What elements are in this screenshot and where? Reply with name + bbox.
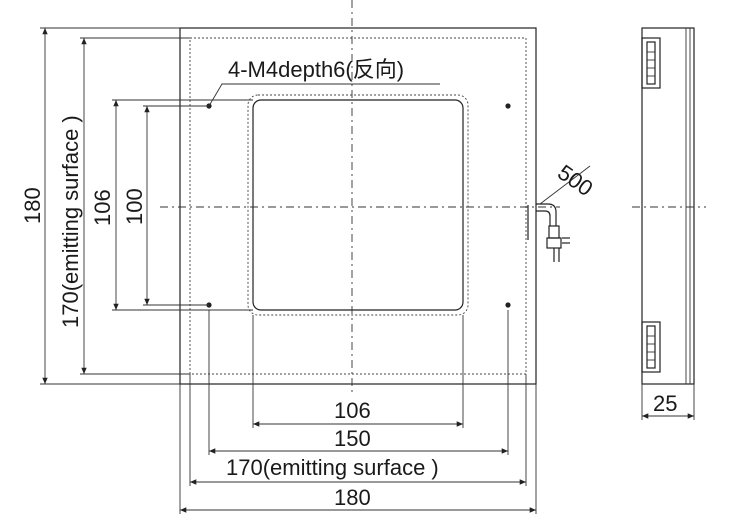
cable-length-text: 500 xyxy=(553,160,597,202)
dim-170-h-text: 170(emitting surface ) xyxy=(226,455,439,480)
front-view: 4-M4depth6(反向) 500 106 150 xyxy=(20,0,598,514)
dim-106-v-text: 106 xyxy=(90,189,115,226)
side-bracket-bottom xyxy=(641,321,661,373)
dim-106-h-text: 106 xyxy=(334,398,371,423)
window-inner xyxy=(252,99,464,311)
side-view: 25 xyxy=(632,27,706,420)
mount-hole-br xyxy=(505,302,511,308)
dim-25-text: 25 xyxy=(653,391,677,416)
mount-hole-tr xyxy=(505,103,511,109)
emitting-surface-outline xyxy=(189,37,527,375)
dim-150-h-text: 150 xyxy=(334,426,371,451)
dim-170-v-text: 170(emitting surface ) xyxy=(58,115,83,328)
side-bracket-top-inner xyxy=(646,41,656,85)
side-bracket-bottom-inner xyxy=(646,325,656,369)
side-bracket-top xyxy=(641,37,661,89)
cable xyxy=(536,203,570,262)
dim-180-v-text: 180 xyxy=(20,187,45,224)
side-body xyxy=(641,27,695,385)
dim-100-v-text: 100 xyxy=(122,188,147,225)
cable-leader xyxy=(539,165,591,205)
hole-leader xyxy=(208,83,440,107)
outer-frame xyxy=(179,27,537,385)
window-outer xyxy=(247,94,469,316)
dim-180-h-text: 180 xyxy=(334,485,371,510)
hole-note-text: 4-M4depth6(反向) xyxy=(228,57,404,82)
